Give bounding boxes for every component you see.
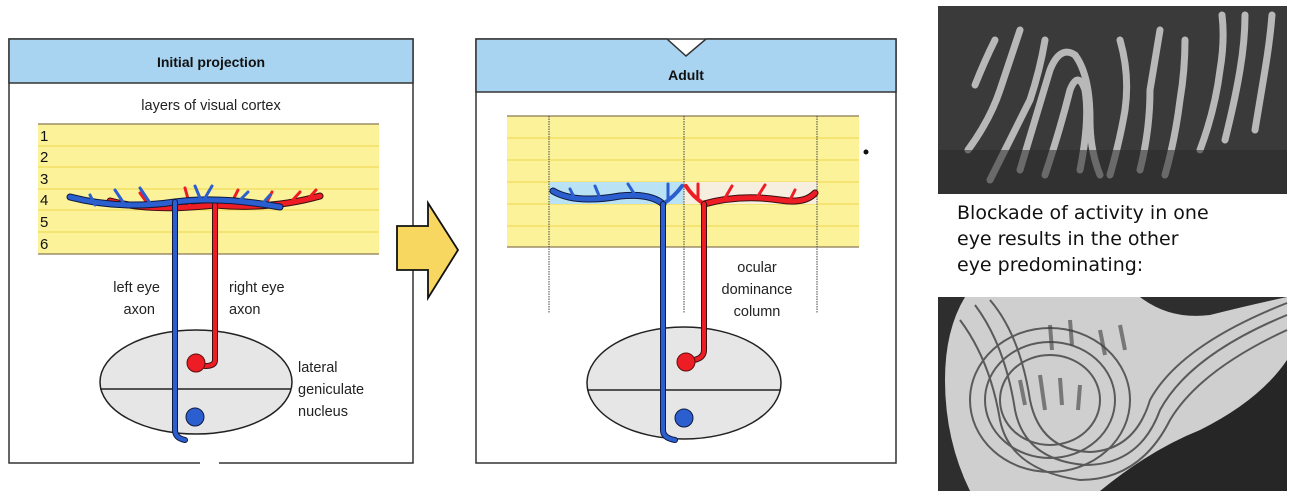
stray-dot bbox=[863, 149, 869, 155]
ocular-dominance-column-label: dominance bbox=[722, 282, 793, 298]
cortex-layers-label: layers of visual cortex bbox=[141, 98, 281, 114]
layer-number: 2 bbox=[40, 149, 48, 166]
left-eye-cell-body bbox=[185, 407, 205, 427]
blockade-caption: Blockade of activity in one eye results … bbox=[957, 200, 1287, 278]
left-eye-axon-label: axon bbox=[124, 302, 155, 318]
ocular-dominance-column-label: column bbox=[734, 304, 781, 320]
initial-projection-panel: Initial projection layers of visual cort… bbox=[8, 38, 414, 464]
panel-header bbox=[475, 38, 897, 93]
lgn-ellipse bbox=[586, 326, 782, 440]
layer-number: 6 bbox=[40, 236, 48, 253]
right-eye-arbor bbox=[676, 182, 819, 372]
blockade-ocular-dominance-photo bbox=[938, 297, 1288, 491]
panel-header bbox=[8, 38, 414, 84]
layer-number: 3 bbox=[40, 171, 48, 188]
caption-line: Blockade of activity in one bbox=[957, 202, 1209, 224]
left-eye-axon-label: left eye bbox=[113, 280, 160, 296]
caption-line: eye predominating: bbox=[957, 254, 1144, 276]
lgn-label: lateral bbox=[298, 360, 338, 376]
left-eye-arbor bbox=[66, 184, 284, 443]
adult-panel: Adult bbox=[475, 38, 897, 464]
normal-ocular-dominance-photo bbox=[938, 6, 1287, 194]
layer-number: 1 bbox=[40, 128, 48, 145]
right-eye-cell-body bbox=[186, 353, 206, 373]
ocular-dominance-column-dividers bbox=[548, 116, 818, 313]
lgn-label: nucleus bbox=[298, 404, 348, 420]
right-arrow-icon bbox=[396, 199, 460, 302]
panel-title: Initial projection bbox=[157, 54, 265, 70]
left-eye-arbor bbox=[549, 182, 694, 443]
lgn-label: geniculate bbox=[298, 382, 364, 398]
right-eye-axon-label: right eye bbox=[229, 280, 285, 296]
lgn-ellipse bbox=[99, 329, 293, 435]
caption-line: eye results in the other bbox=[957, 228, 1179, 250]
panel-title: Adult bbox=[668, 67, 704, 83]
ocular-dominance-column-label: ocular bbox=[737, 260, 777, 276]
layer-number: 4 bbox=[40, 192, 48, 209]
right-eye-axon-label: axon bbox=[229, 302, 260, 318]
left-eye-cell-body bbox=[674, 408, 694, 428]
right-eye-cell-body bbox=[676, 352, 696, 372]
layer-number: 5 bbox=[40, 214, 48, 231]
